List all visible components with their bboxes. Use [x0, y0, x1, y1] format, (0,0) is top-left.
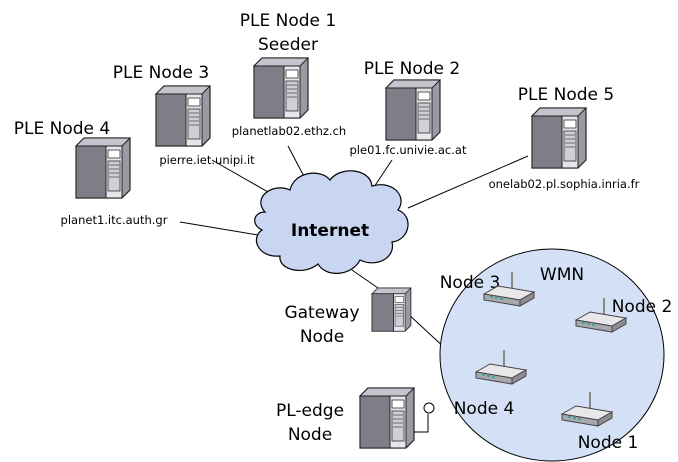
pl-edge-node: PL-edge Node	[276, 387, 435, 449]
internet-cloud: Internet	[254, 170, 409, 274]
ple-node-3: PLE Node 3 pierre.iet.unipi.it	[113, 63, 255, 167]
links	[179, 145, 529, 376]
ple-node-1-role: Seeder	[258, 35, 318, 55]
server-icon	[371, 287, 412, 332]
ple-node-5: PLE Node 5 onelab02.pl.sophia.inria.fr	[489, 85, 640, 191]
gateway-node-line1: Gateway	[284, 303, 359, 323]
wmn-router-2: Node 2	[575, 297, 673, 333]
server-icon	[385, 79, 441, 141]
ple-node-3-host: pierre.iet.unipi.it	[159, 153, 255, 167]
wmn-router-4: Node 4	[454, 349, 527, 419]
internet-label: Internet	[291, 221, 369, 241]
wmn-router-3: Node 3	[440, 271, 535, 307]
ple-node-2-title: PLE Node 2	[364, 59, 460, 79]
ple-node-2: PLE Node 2 ple01.fc.univie.ac.at	[350, 59, 467, 157]
server-icon	[155, 85, 211, 147]
server-icon	[531, 107, 587, 169]
wmn-label: WMN	[540, 265, 584, 285]
server-icon	[253, 57, 309, 119]
gateway-node: Gateway Node	[284, 287, 412, 347]
ple-node-1-host: planetlab02.ethz.ch	[232, 124, 346, 138]
router-label: Node 1	[578, 433, 639, 453]
ple-node-1: PLE Node 1 Seeder planetlab02.ethz.ch	[232, 11, 346, 138]
ple-node-4-host: planet1.itc.auth.gr	[61, 213, 168, 227]
gateway-node-line2: Node	[300, 327, 344, 347]
ple-node-3-title: PLE Node 3	[113, 63, 209, 83]
antenna-port-icon	[423, 402, 435, 414]
wmn: WMN Node 3 Node 2 Node 4 Node 1	[440, 265, 673, 453]
router-label: Node 3	[440, 273, 501, 293]
server-icon	[359, 387, 415, 449]
ple-node-1-title: PLE Node 1	[240, 11, 336, 31]
ple-node-5-host: onelab02.pl.sophia.inria.fr	[489, 177, 640, 191]
ple-node-2-host: ple01.fc.univie.ac.at	[350, 143, 467, 157]
wmn-router-1: Node 1	[561, 391, 639, 453]
ple-node-4: PLE Node 4 planet1.itc.auth.gr	[14, 119, 168, 227]
ple-node-5-title: PLE Node 5	[518, 85, 614, 105]
router-label: Node 4	[454, 399, 515, 419]
ple-node-4-title: PLE Node 4	[14, 119, 110, 139]
server-icon	[75, 137, 131, 199]
router-label: Node 2	[612, 297, 673, 317]
pl-edge-node-line1: PL-edge	[276, 401, 344, 421]
pl-edge-node-line2: Node	[288, 425, 332, 445]
